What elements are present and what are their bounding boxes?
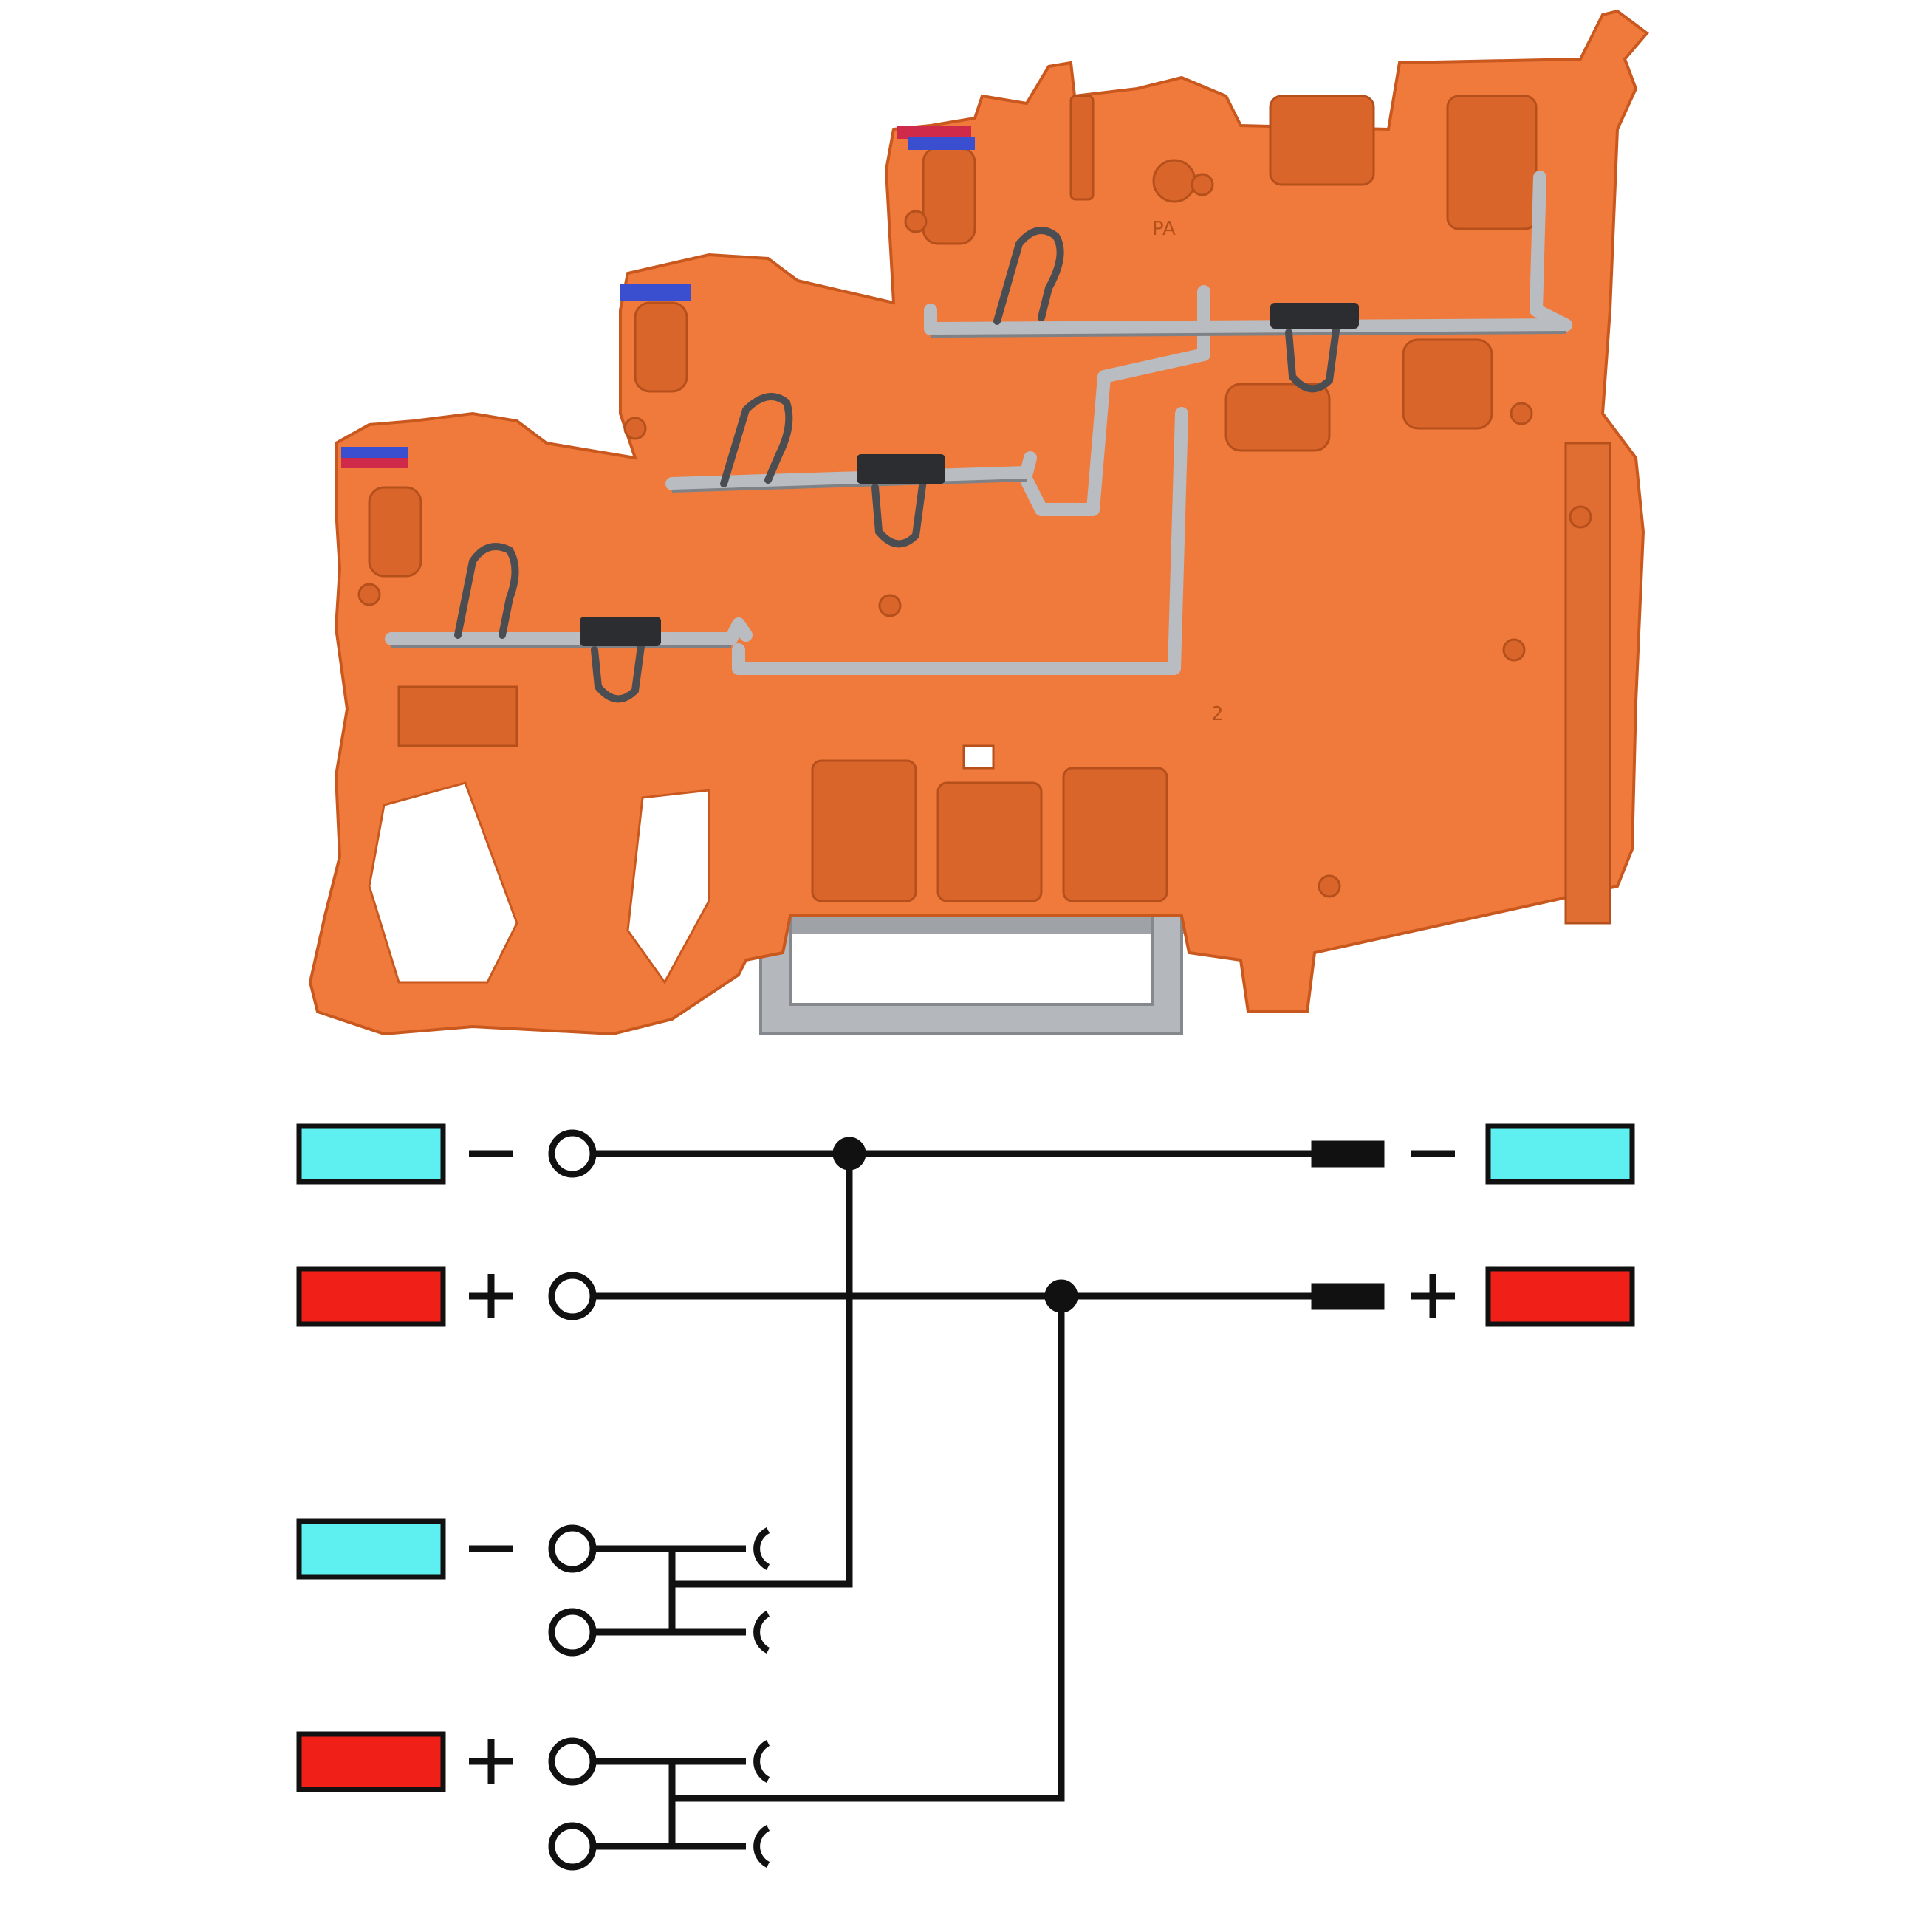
schematic-row-plus-1 bbox=[296, 1266, 1635, 1327]
terminal-circle bbox=[548, 1129, 597, 1178]
terminal-housing bbox=[308, 9, 1649, 1036]
busbar-edges bbox=[391, 331, 1566, 648]
socket-symbol bbox=[753, 1610, 770, 1654]
minus-bus-drop bbox=[672, 1154, 853, 1588]
terminal-circle bbox=[548, 1737, 597, 1786]
clamp-springs bbox=[454, 227, 1340, 703]
push-button-marks bbox=[341, 126, 975, 468]
busbars bbox=[385, 171, 1572, 675]
plus-swatch bbox=[1485, 1266, 1635, 1327]
wiring-schematic bbox=[296, 1123, 1635, 1871]
socket-symbol bbox=[753, 1527, 770, 1571]
socket-symbol bbox=[753, 1739, 770, 1784]
terminal-block-photo: PA 2 bbox=[308, 9, 1649, 1036]
terminal-circle bbox=[548, 1608, 597, 1657]
plug-connector bbox=[1311, 1283, 1385, 1310]
plus-swatch bbox=[296, 1266, 446, 1327]
minus-swatch bbox=[296, 1518, 446, 1580]
schematic-row-plus-2 bbox=[296, 1731, 770, 1871]
housing-details bbox=[357, 95, 1611, 984]
rail-marking: PA bbox=[1152, 218, 1176, 240]
schematic-row-minus-1 bbox=[296, 1123, 1635, 1185]
schematic-row-minus-2 bbox=[296, 1518, 770, 1657]
plus-bus-drop bbox=[672, 1296, 1065, 1802]
plug-connector bbox=[1311, 1140, 1385, 1168]
plus-swatch bbox=[296, 1731, 446, 1792]
minus-swatch bbox=[296, 1123, 446, 1185]
terminal-circle bbox=[548, 1524, 597, 1573]
minus-swatch bbox=[1485, 1123, 1635, 1185]
socket-symbol bbox=[753, 1824, 770, 1868]
terminal-circle bbox=[548, 1822, 597, 1871]
terminal-circle bbox=[548, 1272, 597, 1320]
level-marking: 2 bbox=[1211, 703, 1224, 725]
clamp-blocks bbox=[580, 303, 1359, 646]
